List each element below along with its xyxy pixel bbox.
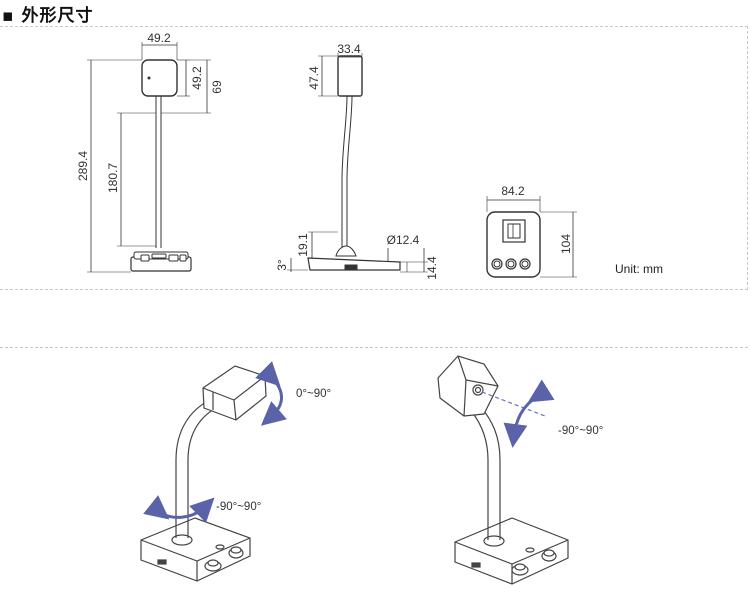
unit-label: Unit: mm: [615, 262, 663, 276]
front-view: [87, 42, 211, 273]
dim-side-head-depth: 33.4: [337, 42, 361, 56]
neck-rotate-arrow: [143, 495, 215, 523]
tilt-arrow: [255, 361, 287, 426]
dim-front-head-width: 49.2: [147, 31, 171, 45]
angle-neck-rotate: -90°~90°: [216, 501, 261, 513]
dimension-panel: [0, 26, 748, 290]
dim-side-base-height: 19.1: [296, 233, 310, 257]
dim-side-tilt: 3°: [275, 259, 289, 271]
dim-front-head-height: 49.2: [190, 66, 204, 90]
side-view: [287, 53, 428, 273]
top-view: [486, 196, 577, 278]
dim-front-total-height: 289.4: [76, 151, 90, 181]
head-axis-line: [481, 391, 546, 417]
angle-head-tilt: 0°~90°: [296, 388, 331, 400]
head-rotate-arrow: [503, 379, 555, 448]
section-title: ▪ 外形尺寸: [2, 6, 94, 26]
dim-front-neck-height: 180.7: [106, 163, 120, 193]
dim-side-head-height: 47.4: [307, 66, 321, 90]
dim-front-head-total: 69: [210, 80, 224, 94]
dim-side-neck-diameter: Ø12.4: [387, 233, 420, 247]
rotation-view-left: [140, 365, 267, 582]
dim-top-width: 84.2: [501, 184, 525, 198]
dim-side-base-thickness: 14.4: [425, 256, 439, 280]
angle-head-rotate: -90°~90°: [558, 425, 603, 437]
section-header: ▪ 外形尺寸: [0, 0, 750, 26]
rotation-panel: [0, 347, 748, 593]
dim-top-depth: 104: [559, 234, 573, 254]
rotation-view-right: [437, 355, 569, 585]
